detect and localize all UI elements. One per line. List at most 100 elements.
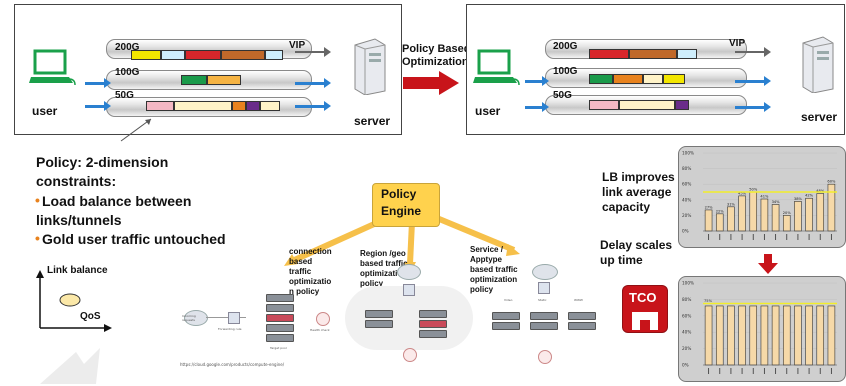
url-map-icon [538,282,550,294]
decorative-arrow-icon [40,348,100,384]
forwarding-rule-icon [228,312,240,324]
bar [771,204,780,232]
data-label: 42% [805,194,814,198]
policy-title-line1: Policy: 2-dimension [36,154,169,170]
data-label: 48% [816,189,825,193]
bar [738,305,746,366]
forwarding-label: Forwarding rule [218,327,242,331]
branch-3-line: optimization [470,275,518,284]
y-tick-label: 20% [682,346,691,351]
server-rack-icon [568,322,596,330]
user-arrow-50g [85,101,111,111]
lb-text-line1: LB improves [602,170,675,184]
bar [782,305,791,366]
tco-label: TCO [629,290,657,305]
traffic-segment [675,100,689,110]
branch-2-line: optimization [360,269,408,278]
server-rack-icon [530,322,558,330]
lb-text-line2: link average [602,185,672,199]
traffic-segment [677,49,697,59]
data-label: 31% [727,202,736,206]
source-url: https://cloud.google.com/products/comput… [180,362,285,367]
link-line [206,317,246,318]
incoming-cloud-icon [397,264,421,280]
branch-3-line: Service / [470,245,503,254]
down-arrow-icon [758,254,778,274]
static-label: Static [538,298,547,302]
y-tick-label: 100% [682,151,694,156]
y-tick-label: 20% [682,213,691,218]
bar [760,305,769,366]
policy-item-1-line1: Load balance between [42,193,192,209]
traffic-segment [589,49,629,59]
traffic-segment [589,100,619,110]
traffic-segment [161,50,185,60]
tunnel-arrow-50g [735,102,771,112]
branch-2-line: policy [360,279,384,288]
policy-engine-line1: Policy [381,187,417,201]
server-label: server [354,114,391,128]
branch-2-line: based traffic [360,259,408,268]
server-rack-icon [266,294,294,302]
server-rack-icon [365,320,393,328]
laptop-icon [29,49,76,86]
policy-engine-box [372,183,440,227]
branch-1-line: n policy [289,287,320,296]
traffic-segment [146,101,174,111]
chart-delay: 100%80%60%40%20%0%75% [678,276,846,382]
branch-2-line: Region /geo [360,249,406,258]
traffic-segment [131,50,161,60]
policy-engine-line2: Engine [381,204,422,218]
traffic-segment [246,101,260,111]
optimization-label-line2: Optimization [402,56,469,68]
y-tick-label: 40% [682,197,691,202]
mini-diagram-service: Video Static WWW [486,262,606,366]
forwarding-rule-icon [403,284,415,296]
y-tick-label: 100% [682,281,694,286]
server-icon [802,36,834,93]
server-rack-icon [492,322,520,330]
vip-label: VIP [729,38,746,49]
server-rack-icon [568,312,596,320]
data-label: 27% [705,205,714,209]
bar [715,305,724,366]
building-icon [632,312,658,330]
balance-axes [36,270,112,332]
chart-link-capacity: 100%80%60%40%20%0%27%22%31%45%50%41%34%2… [678,146,846,248]
delay-text-line1: Delay scales [600,238,673,252]
server-rack-icon [266,334,294,342]
lb-text-line3: capacity [602,200,651,214]
tunnel-label-200g: 200G [115,42,140,53]
traffic-segment [643,74,663,84]
data-label: 45% [738,191,747,195]
bar [805,197,813,232]
tunnel-label-200g: 200G [553,41,578,52]
traffic-segment [207,75,241,85]
bar [805,305,813,366]
tunnel-label-50g: 50G [115,90,134,101]
laptop-icon [473,49,520,86]
y-axis-label: Link balance [47,265,108,276]
vip-label: VIP [289,40,306,51]
after-network-panel: user 200G 100G 50G VIP server [466,4,845,135]
tunnel-label-100g: 100G [553,66,578,77]
traffic-segment [260,101,280,111]
bar [704,305,713,366]
y-tick-label: 80% [682,166,691,171]
bar [738,195,746,232]
server-icon [354,38,386,95]
traffic-segment [221,50,265,60]
bar [727,305,735,366]
video-label: Video [504,298,513,302]
user-label: user [475,104,501,118]
y-tick-label: 60% [682,182,691,187]
user-arrow-50g [525,102,549,112]
data-label: 20% [783,211,792,215]
tunnel-arrow-100g [735,76,771,86]
bar [771,305,780,366]
data-label: 34% [772,200,781,204]
x-axis-label: QoS [80,311,101,322]
traffic-segment [663,74,685,84]
user-arrow-100g [525,76,549,86]
data-label: 60% [827,180,836,184]
